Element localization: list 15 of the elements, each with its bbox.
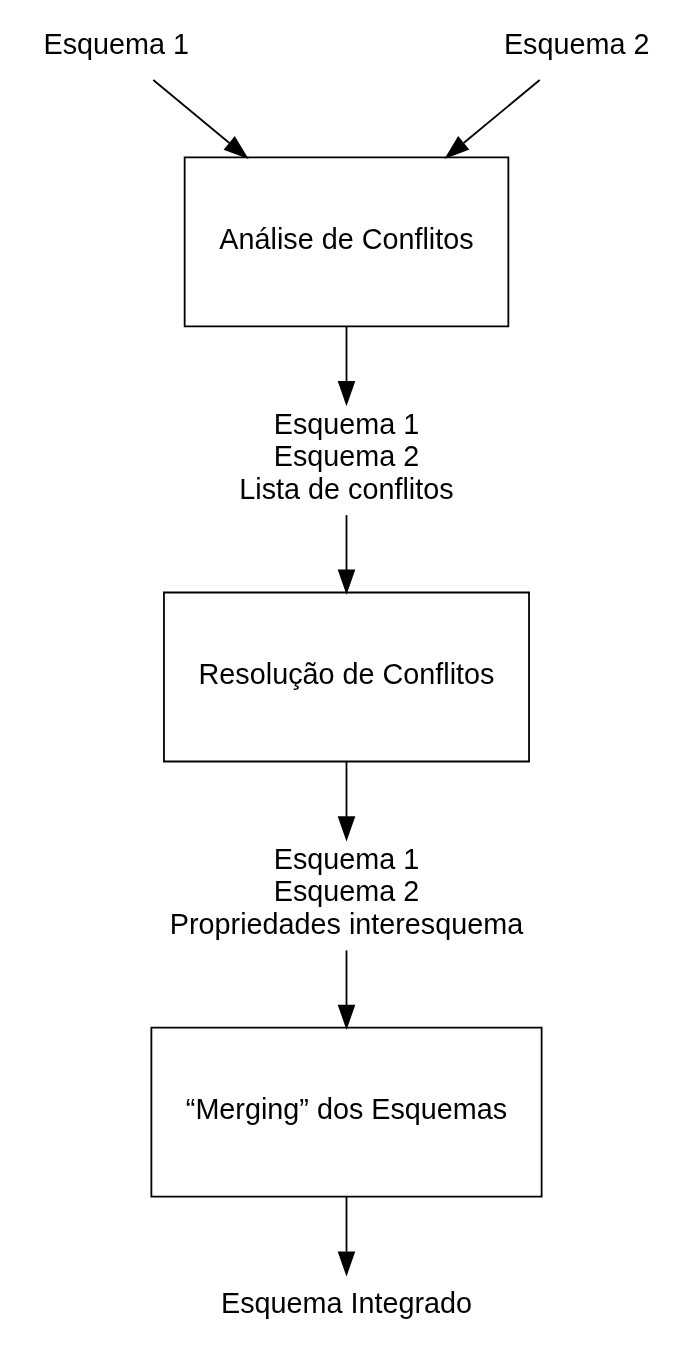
- arrow: [337, 325, 355, 407]
- arrow: [337, 1196, 355, 1277]
- arrow: [443, 79, 541, 159]
- node-box: Análise de Conflitos: [183, 156, 509, 328]
- node-text: Esquema 1: [43, 28, 189, 61]
- node-text: Esquema Integrado: [220, 1287, 472, 1320]
- arrow: [337, 760, 355, 842]
- node-text: Esquema 1 Esquema 2 Propriedades interesquema: [169, 843, 523, 940]
- node-text: Esquema 1 Esquema 2 Lista de conflitos: [238, 407, 454, 505]
- node-text: Esquema 2: [503, 28, 649, 61]
- node-box: Resolução de Conflitos: [162, 591, 530, 763]
- arrow: [337, 514, 355, 595]
- arrow: [151, 79, 249, 159]
- node-box: “Merging” dos Esquemas: [150, 1026, 542, 1198]
- arrow: [337, 949, 355, 1030]
